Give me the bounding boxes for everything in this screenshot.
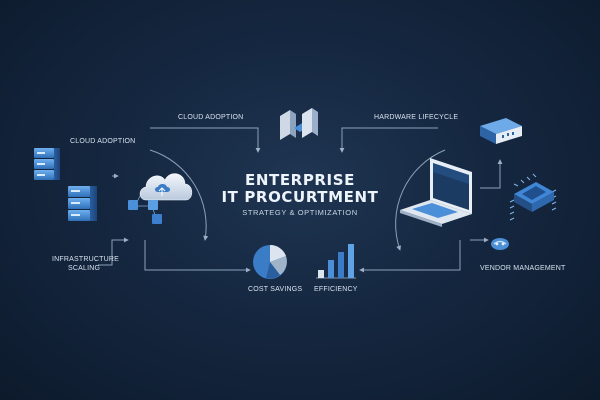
network-nodes-icon xyxy=(128,195,162,224)
pie-chart-icon xyxy=(253,244,287,279)
left-arc-connector xyxy=(149,149,209,241)
server-stack-icon xyxy=(34,148,97,221)
bar-chart-icon xyxy=(316,244,356,279)
label-cloud-adoption-left: CLOUD ADOPTION xyxy=(70,138,136,145)
label-infrastructure: INFRASTRUCTURE xyxy=(52,256,119,263)
link-blocks-icon xyxy=(280,108,318,140)
page-title: ENTERPRISE IT PROCURTMENT xyxy=(200,172,400,206)
label-vendor-management: VENDOR MANAGEMENT xyxy=(480,265,566,272)
top-right-connector xyxy=(339,127,438,153)
chip-connector xyxy=(480,159,503,189)
laptop-icon xyxy=(400,158,472,227)
label-scaling: SCALING xyxy=(68,265,101,272)
title-line-1: ENTERPRISE xyxy=(244,171,355,189)
right-arc-connector xyxy=(395,149,446,251)
label-hardware-lifecycle: HARDWARE LIFECYCLE xyxy=(374,114,459,121)
top-left-connector xyxy=(150,127,261,153)
bottom-left-connector xyxy=(144,240,251,273)
label-cost-savings: COST SAVINGS xyxy=(248,286,303,293)
page-subtitle: STRATEGY & OPTIMIZATION xyxy=(242,208,358,217)
bottom-right-connector xyxy=(359,240,461,273)
router-icon xyxy=(480,118,522,144)
label-cloud-adoption-top: CLOUD ADOPTION xyxy=(178,114,244,121)
connector-lines xyxy=(98,127,503,273)
microchip-icon xyxy=(509,173,557,221)
cloud-icon xyxy=(139,173,193,201)
title-line-2: IT PROCURTMENT xyxy=(221,188,379,206)
vendor-icon xyxy=(491,238,509,250)
label-efficiency: EFFICIENCY xyxy=(314,286,358,293)
infra-connector xyxy=(98,237,129,266)
